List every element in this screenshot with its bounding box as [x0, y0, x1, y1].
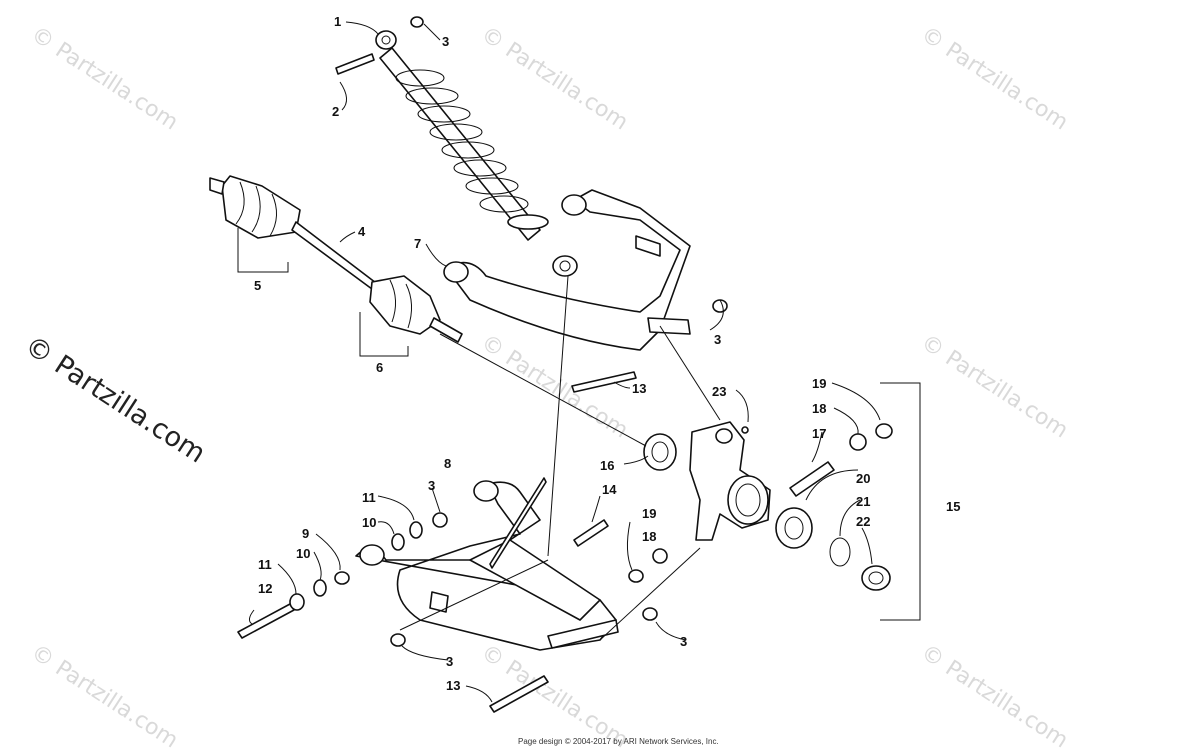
callout-3[interactable]: 3: [428, 478, 435, 493]
callout-11[interactable]: 11: [258, 557, 272, 572]
washer-10[interactable]: [391, 533, 405, 551]
callout-3[interactable]: 3: [446, 654, 453, 669]
callout-3[interactable]: 3: [442, 34, 449, 49]
bolt-12[interactable]: [237, 603, 295, 639]
bearing-16[interactable]: [643, 433, 677, 471]
washer-11[interactable]: [409, 521, 423, 539]
callout-18[interactable]: 18: [812, 401, 826, 416]
callout-3[interactable]: 3: [680, 634, 687, 649]
callout-13[interactable]: 13: [632, 381, 646, 396]
callout-11[interactable]: 11: [362, 490, 376, 505]
callout-17[interactable]: 17: [812, 426, 826, 441]
callout-18[interactable]: 18: [642, 529, 656, 544]
callout-20[interactable]: 20: [856, 471, 870, 486]
lower-a-arm[interactable]: [355, 480, 619, 651]
bolt-14: [489, 477, 547, 569]
callout-10[interactable]: 10: [362, 515, 376, 530]
callout-19[interactable]: 19: [812, 376, 826, 391]
callout-3[interactable]: 3: [714, 332, 721, 347]
pin-17[interactable]: [789, 461, 835, 497]
callout-7[interactable]: 7: [414, 236, 421, 251]
bushing-18-lower[interactable]: [652, 548, 668, 564]
upper-a-arm[interactable]: [443, 189, 691, 351]
steering-knuckle[interactable]: [689, 421, 771, 541]
callout-21[interactable]: 21: [856, 494, 870, 509]
bolt-13-upper[interactable]: [571, 371, 637, 393]
nut-3-upper[interactable]: [712, 299, 728, 313]
bushing-9[interactable]: [334, 571, 350, 585]
callout-13[interactable]: 13: [446, 678, 460, 693]
nut-3-lower-left[interactable]: [390, 633, 406, 647]
fitting-23[interactable]: [741, 426, 749, 434]
washer-11-lower[interactable]: [289, 593, 305, 611]
callout-4[interactable]: 4: [358, 224, 366, 239]
callout-14[interactable]: 14: [602, 482, 617, 497]
bolt-13-lower[interactable]: [489, 675, 549, 713]
washer-19[interactable]: [875, 423, 893, 439]
callout-leaders: [237, 21, 921, 703]
callout-23[interactable]: 23: [712, 384, 726, 399]
bearing-20[interactable]: [775, 507, 813, 549]
callout-22[interactable]: 22: [856, 514, 870, 529]
callout-8[interactable]: 8: [444, 456, 451, 471]
page-footer: Page design © 2004-2017 by ARI Network S…: [518, 737, 719, 746]
assembly-lines: [399, 275, 721, 641]
callout-12[interactable]: 12: [258, 581, 272, 596]
nut-3[interactable]: [432, 512, 448, 528]
drive-axle[interactable]: [209, 175, 463, 343]
callout-1[interactable]: 1: [334, 14, 341, 29]
callout-5[interactable]: 5: [254, 278, 261, 293]
callout-6[interactable]: 6: [376, 360, 383, 375]
seal-22[interactable]: [861, 565, 891, 591]
callout-2[interactable]: 2: [332, 104, 339, 119]
callout-16[interactable]: 16: [600, 458, 614, 473]
callout-19[interactable]: 19: [642, 506, 656, 521]
washer-19-lower[interactable]: [628, 569, 644, 583]
nut-3-lower-right[interactable]: [642, 607, 658, 621]
shock-absorber[interactable]: [335, 16, 578, 277]
callout-10[interactable]: 10: [296, 546, 310, 561]
callout-15[interactable]: 15: [946, 499, 960, 514]
callout-9[interactable]: 9: [302, 526, 309, 541]
bushing-18[interactable]: [849, 433, 867, 451]
washer-10-lower[interactable]: [313, 579, 327, 597]
bolt-14-head[interactable]: [573, 519, 609, 547]
snap-ring-21[interactable]: [829, 537, 851, 567]
